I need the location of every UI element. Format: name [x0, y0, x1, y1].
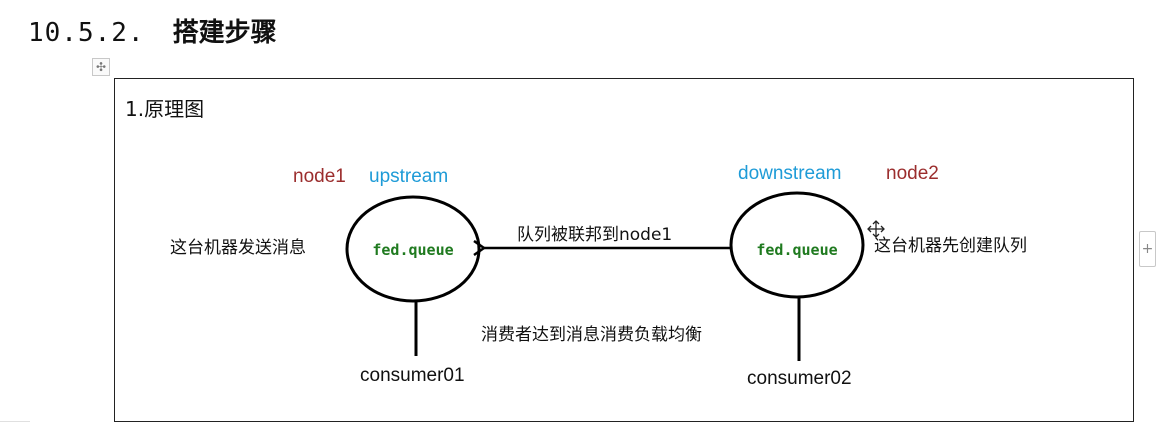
federation-arrow-label: 队列被联邦到node1 — [517, 225, 672, 245]
left-queue-label: fed.queue — [372, 241, 453, 259]
load-balance-label: 消费者达到消息消费负载均衡 — [481, 325, 702, 345]
right-queue-label: fed.queue — [756, 241, 837, 259]
right-node-name: node2 — [886, 163, 939, 184]
right-node-role: downstream — [738, 163, 842, 184]
right-consumer-label: consumer02 — [747, 368, 852, 389]
section-number: 10.5.2. — [28, 18, 145, 48]
move-cursor-icon — [867, 220, 885, 238]
left-node-description: 这台机器发送消息 — [170, 238, 306, 258]
diagram-cell-title: 1.原理图 — [125, 97, 205, 121]
left-consumer-label: consumer01 — [360, 365, 465, 386]
page-divider — [0, 421, 30, 422]
diagram-frame: 1.原理图 — [114, 78, 1134, 422]
left-node-name: node1 — [293, 166, 346, 187]
section-heading: 10.5.2. 搭建步骤 — [28, 12, 277, 49]
table-move-handle-icon[interactable]: ✣ — [92, 58, 110, 76]
right-node-description: 这台机器先创建队列 — [874, 236, 1027, 256]
section-title: 搭建步骤 — [172, 18, 277, 48]
add-column-button[interactable]: + — [1139, 231, 1156, 267]
right-queue-circle — [729, 191, 865, 299]
left-node-role: upstream — [369, 166, 448, 187]
